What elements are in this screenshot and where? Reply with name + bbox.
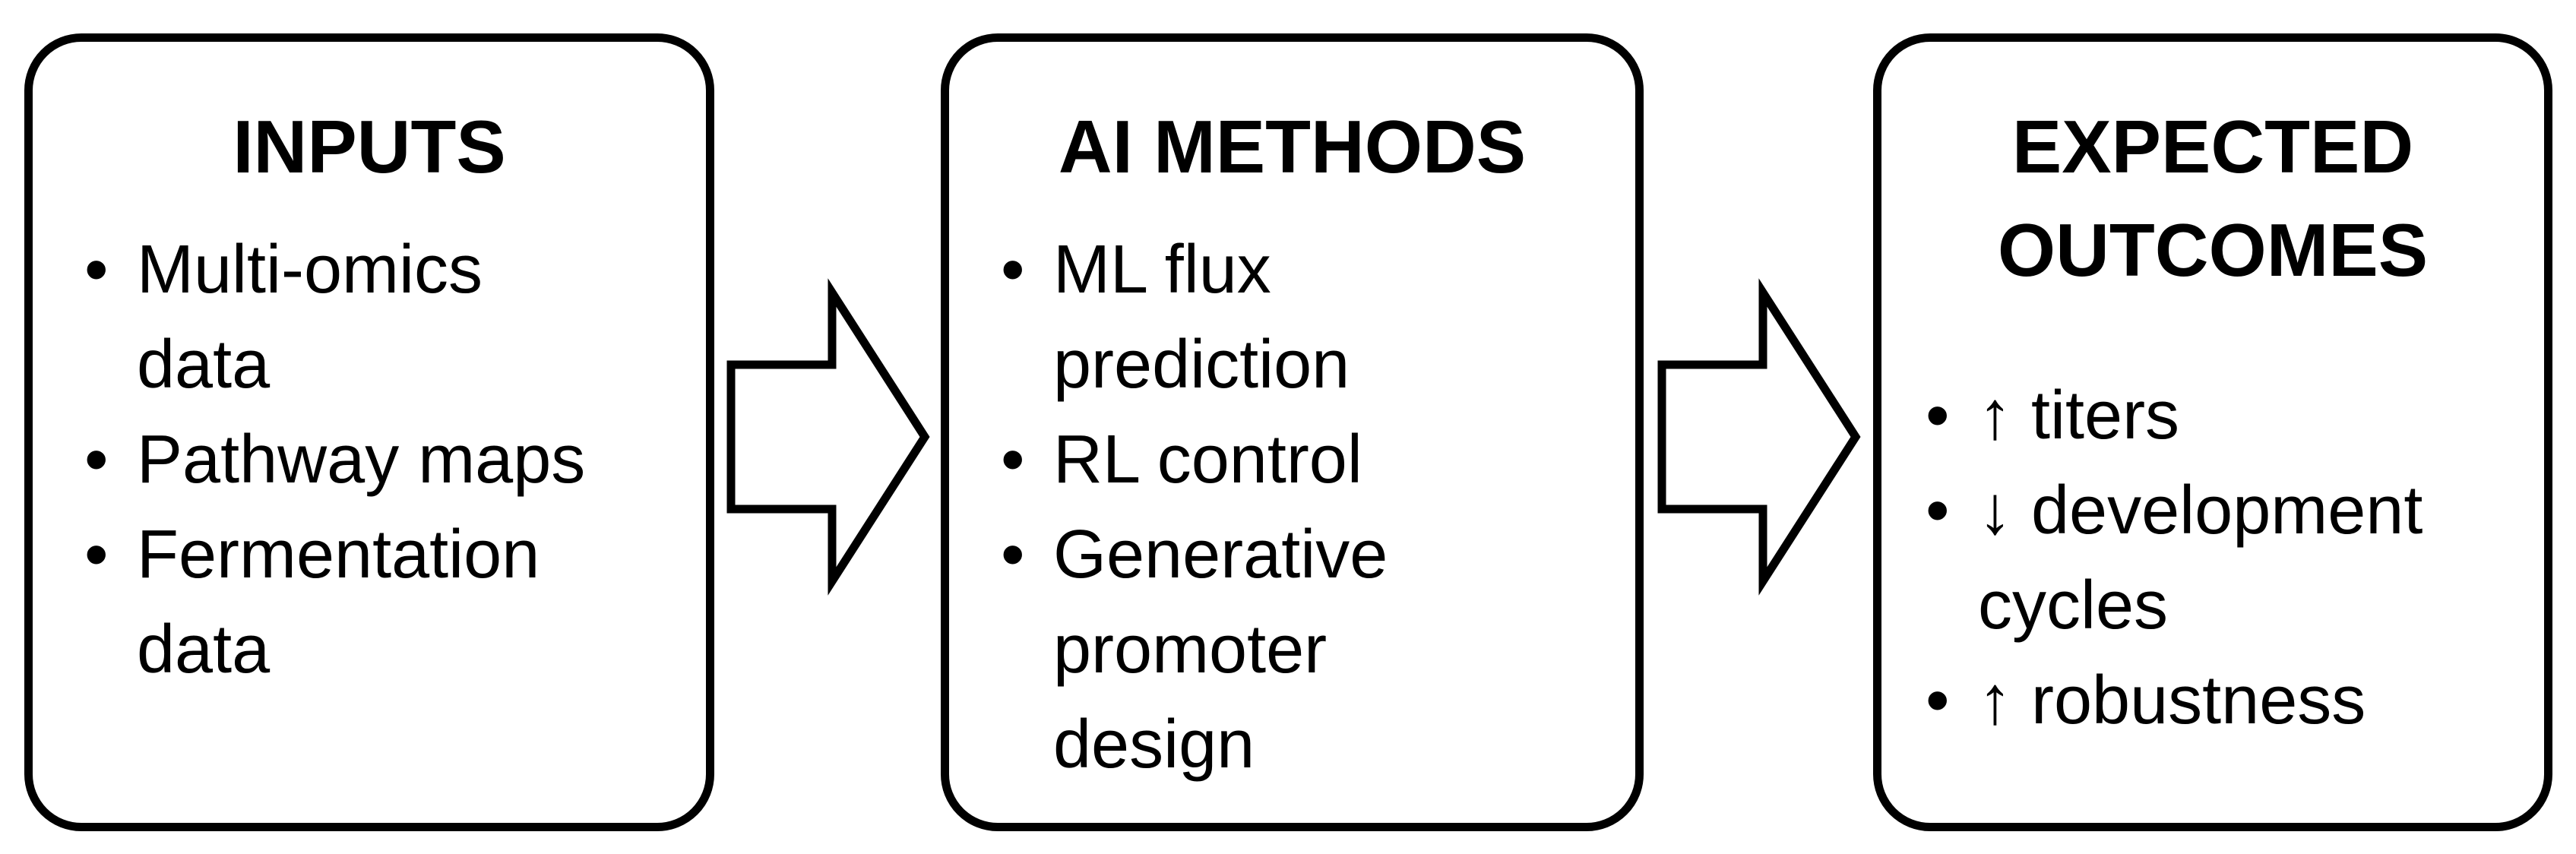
bullet-dot: • (1926, 378, 1950, 454)
inputs-list: • Multi-omics data • Pathway maps • Ferm… (84, 223, 585, 697)
ai-methods-title: AI METHODS (949, 95, 1635, 198)
inputs-title: INPUTS (33, 95, 706, 198)
bullet-dot: • (1001, 232, 1025, 308)
list-item-text: Pathway maps (137, 422, 586, 498)
inputs-box: INPUTS • Multi-omics data • Pathway maps… (24, 33, 714, 831)
list-item: • ML flux prediction (1001, 223, 1388, 413)
bullet-dot: • (1926, 473, 1950, 549)
list-item: • Fermentation data (84, 508, 585, 697)
list-item: • ↑ robustness (1926, 653, 2423, 748)
bullet-dot: • (84, 232, 109, 308)
bullet-dot: • (1926, 663, 1950, 739)
list-item-text: Generative (1053, 517, 1388, 593)
ai-methods-list: • ML flux prediction • RL control • Gene… (1001, 223, 1388, 792)
list-item-text: data (137, 612, 271, 688)
expected-outcomes-list: • ↑ titers • ↓ development cycles • ↑ ro… (1926, 368, 2423, 748)
list-item-text: cycles (1978, 568, 2169, 644)
expected-outcomes-title-line: EXPECTED (2011, 105, 2414, 188)
list-item-text: RL control (1053, 422, 1362, 498)
list-item: • ↑ titers (1926, 368, 2423, 463)
expected-outcomes-title: EXPECTED OUTCOMES (1881, 95, 2544, 302)
list-item-text: Multi-omics (137, 232, 483, 308)
right-arrow-icon (1657, 278, 1861, 596)
ai-methods-title-line: AI METHODS (1058, 105, 1527, 188)
list-item-text: promoter (1053, 612, 1328, 688)
list-item-text: ↓ development (1978, 473, 2423, 549)
bullet-dot: • (84, 422, 109, 498)
list-item-text: design (1053, 707, 1255, 783)
list-item: • Generative promoter design (1001, 508, 1388, 792)
list-item-text: ML flux (1053, 232, 1271, 308)
expected-outcomes-box: EXPECTED OUTCOMES • ↑ titers • ↓ develop… (1873, 33, 2552, 831)
bullet-dot: • (1001, 517, 1025, 593)
list-item-text: data (137, 327, 271, 403)
expected-outcomes-title-line: OUTCOMES (1997, 208, 2429, 292)
inputs-title-line: INPUTS (233, 105, 506, 188)
bullet-dot: • (1001, 422, 1025, 498)
list-item-text: ↑ titers (1978, 378, 2180, 454)
right-arrow-icon (726, 278, 930, 596)
list-item-text: ↑ robustness (1978, 663, 2366, 739)
list-item: • ↓ development cycles (1926, 463, 2423, 653)
bullet-dot: • (84, 517, 109, 593)
list-item-text: Fermentation (137, 517, 540, 593)
list-item: • RL control (1001, 413, 1388, 508)
ai-methods-box: AI METHODS • ML flux prediction • RL con… (941, 33, 1644, 831)
list-item: • Pathway maps (84, 413, 585, 508)
list-item-text: prediction (1053, 327, 1350, 403)
list-item: • Multi-omics data (84, 223, 585, 413)
